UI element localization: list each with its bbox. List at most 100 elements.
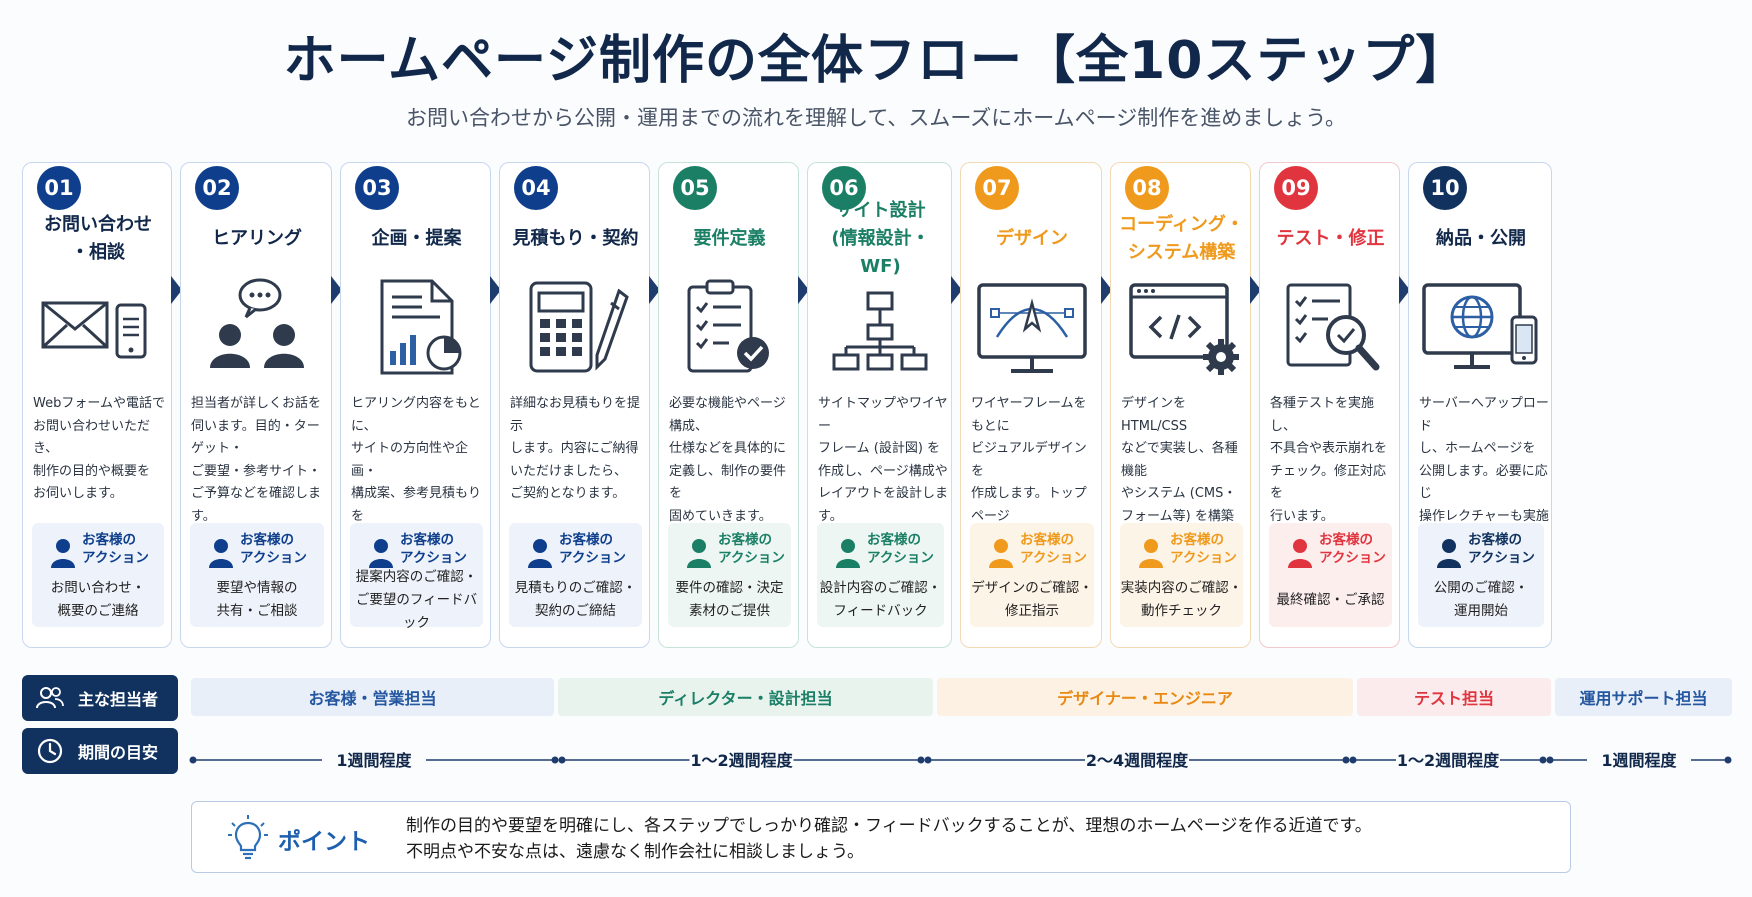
test-magnifier-icon bbox=[1266, 273, 1396, 383]
period-label: 1週間程度 bbox=[1601, 751, 1677, 770]
customer-action-label: お客様の アクション bbox=[718, 532, 785, 566]
step-number-badge: 09 bbox=[1274, 166, 1318, 210]
timeline-dot bbox=[1546, 756, 1554, 764]
flow-arrow-icon bbox=[1399, 276, 1410, 304]
calculator-pen-icon bbox=[511, 273, 641, 383]
hearing-people-icon bbox=[192, 273, 322, 383]
person-icon bbox=[1138, 537, 1164, 569]
step-card: 02 ヒアリング 担当者が詳しくお話を 伺います。目的・ターゲット・ ご要望・参… bbox=[180, 162, 332, 648]
owner-row-label-text: 主な担当者 bbox=[78, 690, 159, 709]
step-title: お問い合わせ ・相談 bbox=[44, 214, 152, 263]
step-card: 05 要件定義 必要な機能やページ構成、 仕様などを具体的に 定義し、制作の要件… bbox=[658, 162, 799, 648]
period-label: 2〜4週間程度 bbox=[1086, 751, 1189, 770]
customer-action-text: お問い合わせ・ 概要のご連絡 bbox=[50, 580, 146, 619]
step-number-badge: 10 bbox=[1423, 166, 1467, 210]
owner-band: ディレクター・設計担当 bbox=[558, 678, 933, 716]
owner-band: テスト担当 bbox=[1357, 678, 1551, 716]
step-card: 10 納品・公開 サーバーへアップロード し、ホームページを 公開します。必要に… bbox=[1408, 162, 1552, 648]
person-icon bbox=[208, 537, 234, 569]
person-icon bbox=[686, 537, 712, 569]
period-label: 1〜2週間程度 bbox=[1397, 751, 1500, 770]
step-description: サイトマップやワイヤー フレーム (設計図) を 作成し、ページ構成や レイアウ… bbox=[818, 396, 949, 524]
point-box: ポイント 制作の目的や要望を明確にし、各ステップでしっかり確認・フィードバックす… bbox=[191, 801, 1571, 873]
step-number-badge: 01 bbox=[37, 166, 81, 210]
flow-arrow-icon bbox=[331, 276, 342, 304]
owner-band: デザイナー・エンジニア bbox=[937, 678, 1353, 716]
customer-action-text: 要望や情報の 共有・ご相談 bbox=[216, 580, 298, 619]
proposal-document-icon bbox=[352, 273, 482, 383]
customer-action-box: お客様の アクション 見積もりのご確認・ 契約のご締結 bbox=[509, 523, 642, 627]
customer-action-label: お客様の アクション bbox=[867, 532, 934, 566]
code-gear-icon bbox=[1117, 273, 1247, 383]
customer-action-box: お客様の アクション 公開のご確認・ 運用開始 bbox=[1418, 523, 1544, 627]
step-card: 08 コーディング・ システム構築 デザインをHTML/CSS などで実装し、各… bbox=[1110, 162, 1251, 648]
step-number-badge: 03 bbox=[355, 166, 399, 210]
step-title: 企画・提案 bbox=[371, 228, 462, 249]
step-card: 04 見積もり・契約 詳細なお見積もりを提示 します。内容にご納得 いただけまし… bbox=[499, 162, 650, 648]
flow-arrow-icon bbox=[649, 276, 660, 304]
point-text: 制作の目的や要望を明確にし、各ステップでしっかり確認・フィードバックすることが、… bbox=[406, 816, 1372, 862]
customer-action-text: 提案内容のご確認・ ご要望のフィードバック bbox=[355, 568, 478, 631]
step-number-badge: 08 bbox=[1125, 166, 1169, 210]
step-card: 06 サイト設計 (情報設計・WF) サイトマップやワイヤー フレーム (設計図… bbox=[807, 162, 952, 648]
period-label: 1〜2週間程度 bbox=[690, 751, 793, 770]
customer-action-box: お客様の アクション 提案内容のご確認・ ご要望のフィードバック bbox=[350, 523, 483, 631]
people-icon bbox=[22, 685, 78, 711]
page-title: ホームページ制作の全体フロー【全10ステップ】 bbox=[283, 31, 1469, 91]
customer-action-text: デザインのご確認・ 修正指示 bbox=[971, 580, 1093, 619]
owner-band: 運用サポート担当 bbox=[1555, 678, 1732, 716]
step-title: デザイン bbox=[996, 228, 1068, 249]
customer-action-box: お客様の アクション 設計内容のご確認・ フィードバック bbox=[817, 523, 944, 627]
flow-arrow-icon bbox=[490, 276, 501, 304]
customer-action-label: お客様の アクション bbox=[400, 532, 467, 566]
step-number-badge: 04 bbox=[514, 166, 558, 210]
step-card: 09 テスト・修正 各種テストを実施し、 不具合や表示崩れを チェック。修正対応… bbox=[1259, 162, 1400, 648]
customer-action-text: 要件の確認・決定 素材のご提供 bbox=[675, 580, 784, 619]
flow-arrow-icon bbox=[1250, 276, 1261, 304]
timeline-dot bbox=[558, 756, 566, 764]
step-title: ヒアリング bbox=[212, 228, 302, 249]
timeline-dot bbox=[551, 756, 559, 764]
customer-action-box: お客様の アクション 要件の確認・決定 素材のご提供 bbox=[668, 523, 791, 627]
globe-monitor-icon bbox=[1416, 273, 1546, 383]
step-card: 07 デザイン ワイヤーフレームをもとに ビジュアルデザインを 作成します。トッ… bbox=[960, 162, 1102, 648]
customer-action-text: 最終確認・ご承認 bbox=[1276, 591, 1385, 608]
step-number-badge: 05 bbox=[673, 166, 717, 210]
step-title: 納品・公開 bbox=[1436, 228, 1526, 249]
timeline-dot bbox=[1342, 756, 1350, 764]
step-title: コーディング・ システム構築 bbox=[1119, 214, 1244, 263]
customer-action-label: お客様の アクション bbox=[1170, 532, 1237, 566]
step-number-badge: 07 bbox=[975, 166, 1019, 210]
customer-action-label: お客様の アクション bbox=[82, 532, 149, 566]
flow-arrow-icon bbox=[951, 276, 962, 304]
mail-phone-icon bbox=[33, 273, 163, 383]
step-card: 03 企画・提案 ヒアリング内容をもとに、 サイトの方向性や企画・ 構成案、参考… bbox=[340, 162, 491, 648]
customer-action-label: お客様の アクション bbox=[240, 532, 307, 566]
step-description: Webフォームや電話で お問い合わせいただき、 制作の目的や概要を お伺いします… bbox=[33, 396, 165, 501]
step-title: 要件定義 bbox=[693, 228, 766, 249]
timeline-dot bbox=[917, 756, 925, 764]
lightbulb-icon bbox=[228, 815, 268, 861]
customer-action-box: お客様の アクション お問い合わせ・ 概要のご連絡 bbox=[32, 523, 164, 627]
sitemap-icon bbox=[816, 273, 946, 383]
person-icon bbox=[527, 537, 553, 569]
timeline-dot bbox=[189, 756, 197, 764]
period-row-label-text: 期間の目安 bbox=[78, 743, 159, 762]
customer-action-box: お客様の アクション デザインのご確認・ 修正指示 bbox=[970, 523, 1094, 627]
customer-action-text: 公開のご確認・ 運用開始 bbox=[1433, 580, 1529, 619]
step-title: サイト設計 (情報設計・WF) bbox=[831, 200, 930, 277]
checklist-icon bbox=[665, 273, 795, 383]
timeline-dot bbox=[1539, 756, 1547, 764]
steps-row: 01 お問い合わせ ・相談 Webフォームや電話で お問い合わせいただき、 制作… bbox=[22, 162, 1734, 648]
flow-arrow-icon bbox=[1101, 276, 1112, 304]
customer-action-box: お客様の アクション 最終確認・ご承認 bbox=[1269, 523, 1392, 627]
person-icon bbox=[988, 537, 1014, 569]
timeline-dot bbox=[1349, 756, 1357, 764]
step-title: 見積もり・契約 bbox=[512, 228, 639, 249]
period-label: 1週間程度 bbox=[336, 751, 412, 770]
step-card: 01 お問い合わせ ・相談 Webフォームや電話で お問い合わせいただき、 制作… bbox=[22, 162, 172, 648]
page-subtitle: お問い合わせから公開・運用までの流れを理解して、スムーズにホームページ制作を進め… bbox=[406, 106, 1346, 130]
timeline-dot bbox=[924, 756, 932, 764]
timeline-dot bbox=[1724, 756, 1732, 764]
person-icon bbox=[1287, 537, 1313, 569]
